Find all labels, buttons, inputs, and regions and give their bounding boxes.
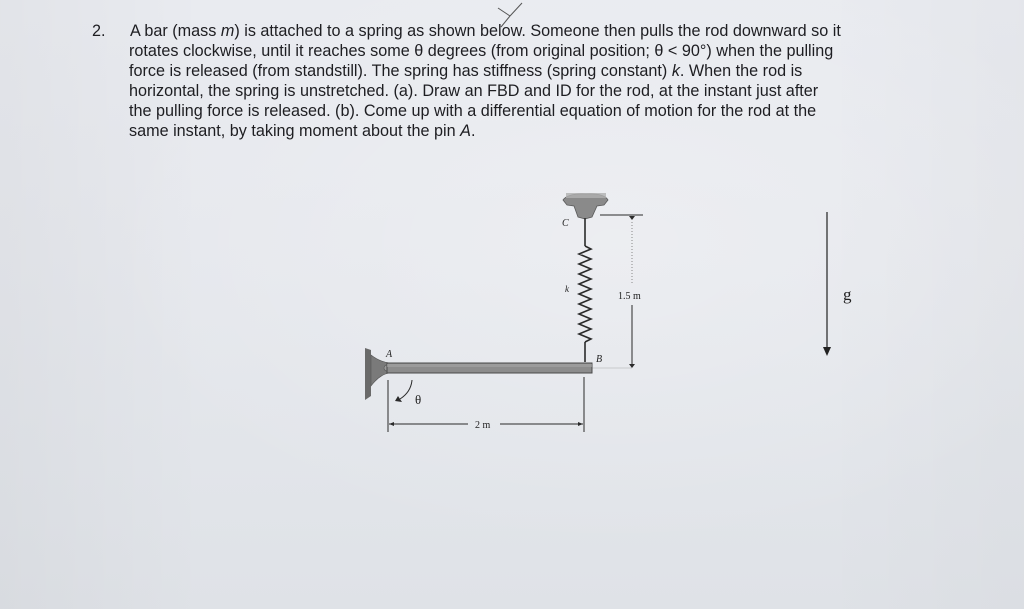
- problem-line-6: same instant, by taking moment about the…: [129, 122, 476, 140]
- rod-highlight: [387, 364, 592, 367]
- pin-variable: A: [460, 122, 471, 140]
- label-rod-length: 2 m: [475, 420, 491, 431]
- label-b: B: [596, 354, 602, 365]
- label-spring-height: 1.5 m: [618, 291, 641, 302]
- problem-line-5: the pulling force is released. (b). Come…: [129, 102, 817, 120]
- rod: [386, 362, 593, 374]
- label-c: C: [562, 218, 569, 229]
- problem-line-1: A bar (mass m) is attached to a spring a…: [130, 22, 841, 40]
- spring-height-dimension: [592, 214, 643, 369]
- ceiling-support-c: [562, 193, 609, 220]
- spring-constant-variable: k: [671, 62, 680, 80]
- problem-line-3: force is released (from standstill). The…: [129, 62, 803, 80]
- pen-mark: [497, 2, 523, 28]
- spring: [576, 218, 594, 362]
- label-gravity: g: [843, 285, 852, 304]
- label-theta: θ: [415, 392, 421, 407]
- problem-line-4: horizontal, the spring is unstretched. (…: [129, 82, 819, 100]
- label-a: A: [385, 349, 393, 360]
- rotation-arrow: [395, 379, 413, 402]
- problem-line-2: rotates clockwise, until it reaches some…: [129, 42, 834, 60]
- mass-variable: m: [220, 22, 235, 40]
- label-k: k: [565, 284, 570, 294]
- problem-number: 2.: [92, 22, 106, 40]
- gravity-arrow: [823, 212, 831, 356]
- rod-length-dimension: [387, 377, 585, 432]
